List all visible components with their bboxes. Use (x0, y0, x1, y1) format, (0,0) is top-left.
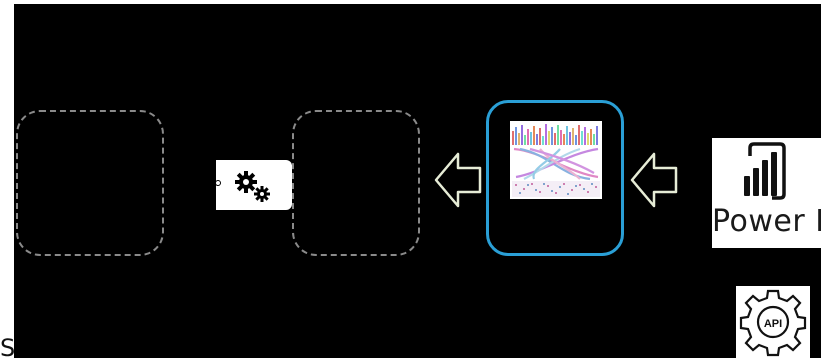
data-visualization-thumbnail (510, 121, 602, 199)
bottom-text-fragment: S (0, 334, 16, 362)
arrow-left-icon (630, 152, 678, 208)
api-gear-icon: API (739, 289, 807, 357)
selected-visualization-box[interactable] (486, 100, 624, 256)
diagram-canvas: Power BI API (14, 4, 821, 358)
placeholder-box-left (16, 110, 164, 256)
gears-icon (215, 171, 270, 202)
power-bi-icon (744, 142, 786, 200)
processing-card (215, 160, 292, 210)
api-source[interactable]: API (736, 286, 810, 358)
power-bi-label: Power BI (712, 204, 821, 239)
placeholder-box-middle (292, 110, 420, 256)
arrow-left-icon (434, 152, 482, 208)
power-bi-source[interactable]: Power BI (712, 138, 821, 248)
svg-text:API: API (764, 318, 782, 330)
